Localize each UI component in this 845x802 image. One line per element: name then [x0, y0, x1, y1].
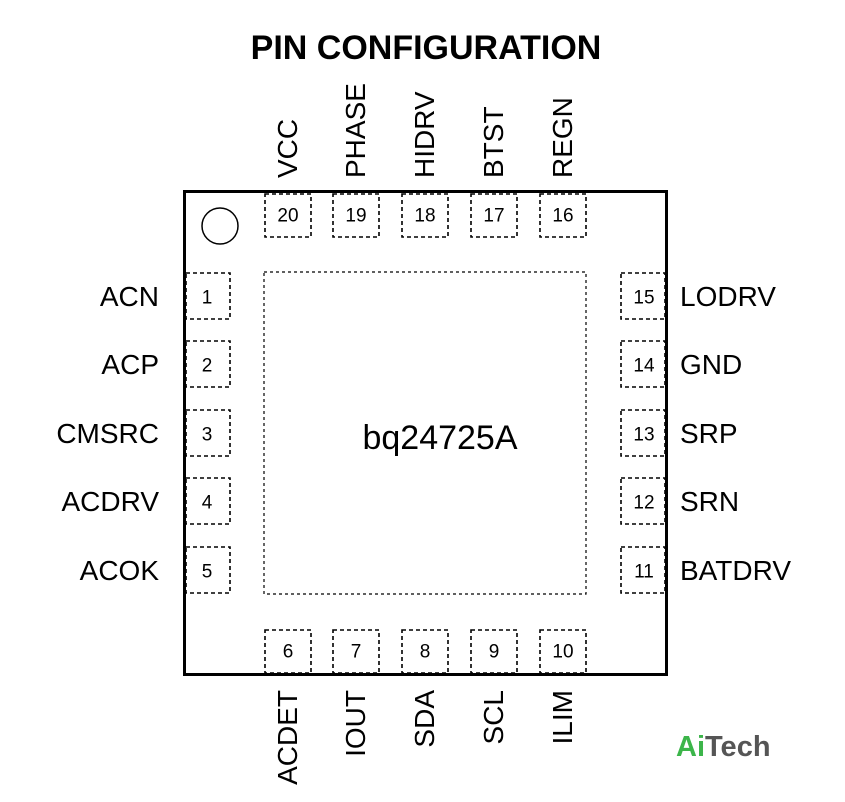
- pin-16-pad: [539, 193, 587, 238]
- pin-12-number: 12: [633, 493, 654, 514]
- pin-9-label-scl: SCL: [478, 690, 509, 744]
- pin-13-number: 13: [633, 425, 654, 446]
- thermal-pad: [263, 271, 587, 595]
- pin-4-number: 4: [202, 493, 213, 514]
- pin-14-pad: [620, 340, 666, 388]
- pin-16-label-regn: REGN: [547, 97, 578, 178]
- pin-11-label-batdrv: BATDRV: [680, 555, 791, 586]
- pin-7-label-iout: IOUT: [340, 690, 371, 757]
- pin-13-pad: [620, 409, 666, 457]
- pin-10-number: 10: [552, 642, 573, 663]
- pin-19-number: 19: [345, 206, 366, 227]
- pin-4-pad: [185, 477, 231, 525]
- pin1-indicator: [201, 207, 239, 245]
- pin-7-pad: [332, 629, 380, 674]
- pin-8-number: 8: [420, 642, 431, 663]
- pin-12-pad: [620, 477, 666, 525]
- pin-6-pad: [264, 629, 312, 674]
- pin-13-label-srp: SRP: [680, 418, 738, 449]
- pin-18-number: 18: [414, 206, 435, 227]
- pin-3-number: 3: [202, 425, 213, 446]
- pin-18-label-hidrv: HIDRV: [409, 91, 440, 178]
- pin-10-label-ilim: ILIM: [547, 690, 578, 744]
- pin-1-label-acn: ACN: [100, 281, 159, 312]
- pin-9-pad: [470, 629, 518, 674]
- pins-group: 1 ACN 2 ACP 3 CMSRC 4 ACDRV 5 ACOK 11 BATDRV 12 SRN 13…: [56, 83, 791, 785]
- pin-3-label-cmsrc: CMSRC: [56, 418, 159, 449]
- pin-11-number: 11: [634, 562, 654, 583]
- pin-1-number: 1: [202, 288, 213, 309]
- aitech-logo: AiTech: [676, 731, 771, 764]
- pin-15-pad: [620, 272, 666, 320]
- diagram-title: PIN CONFIGURATION: [251, 29, 602, 67]
- logo-part-ai: Ai: [676, 731, 705, 763]
- pin-20-pad: [264, 193, 312, 238]
- pin-15-number: 15: [633, 288, 654, 309]
- pin-7-number: 7: [351, 642, 362, 663]
- pin-20-label-vcc: VCC: [272, 119, 303, 178]
- pin-11-pad: [620, 546, 666, 594]
- pin-10-pad: [539, 629, 587, 674]
- pin-14-label-gnd: GND: [680, 349, 742, 380]
- pin-12-label-srn: SRN: [680, 486, 739, 517]
- pin-5-label-acok: ACOK: [80, 555, 160, 586]
- pin-14-number: 14: [633, 356, 655, 377]
- pin-15-label-lodrv: LODRV: [680, 281, 776, 312]
- pin-2-number: 2: [202, 356, 213, 377]
- chip-name: bq24725A: [362, 419, 517, 457]
- pin-6-number: 6: [283, 642, 294, 663]
- pin-8-pad: [401, 629, 449, 674]
- pin-5-number: 5: [202, 562, 213, 583]
- pin-18-pad: [401, 193, 449, 238]
- pin-19-label-phase: PHASE: [340, 83, 371, 178]
- pin-19-pad: [332, 193, 380, 238]
- pin-9-number: 9: [489, 642, 500, 663]
- pin-5-pad: [185, 546, 231, 594]
- pin-16-number: 16: [552, 206, 573, 227]
- pin-17-label-btst: BTST: [478, 106, 509, 178]
- logo-part-tech: Tech: [705, 731, 771, 763]
- pin-8-label-sda: SDA: [409, 690, 440, 748]
- chip-package: [183, 190, 668, 676]
- pin-1-pad: [185, 272, 231, 320]
- pin-17-pad: [470, 193, 518, 238]
- pin-2-label-acp: ACP: [101, 349, 159, 380]
- pin-17-number: 17: [483, 206, 504, 227]
- pin-4-label-acdrv: ACDRV: [61, 486, 159, 517]
- pin-20-number: 20: [277, 206, 298, 227]
- pin-2-pad: [185, 340, 231, 388]
- pin-6-label-acdet: ACDET: [272, 690, 303, 785]
- pin-3-pad: [185, 409, 231, 457]
